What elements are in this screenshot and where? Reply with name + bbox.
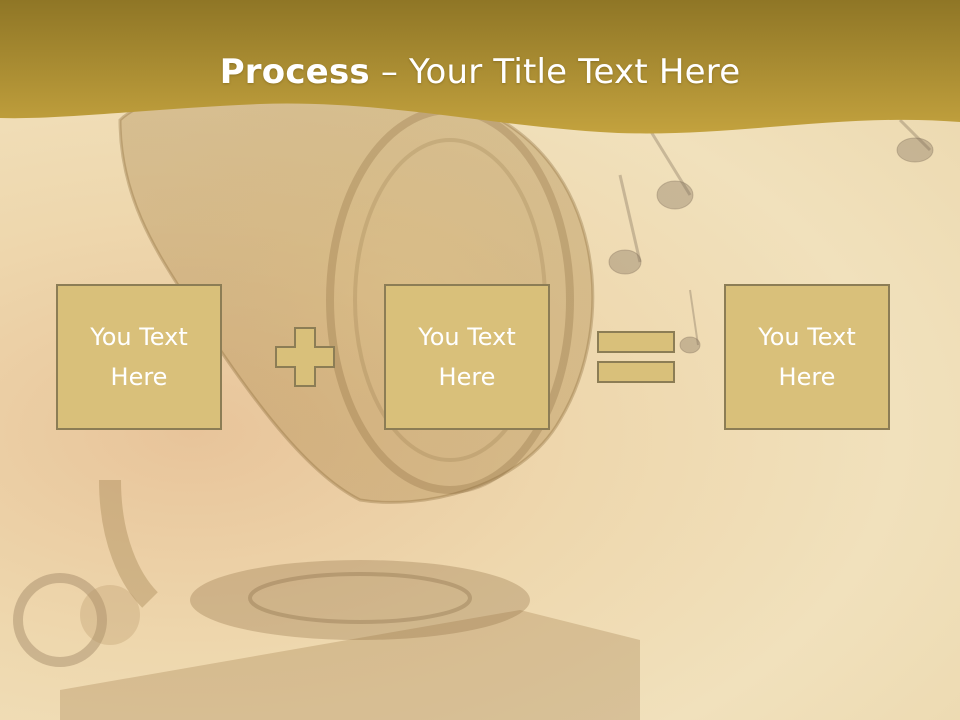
title-rest: – Your Title Text Here [369, 52, 741, 92]
page-title: Process – Your Title Text Here [0, 52, 960, 92]
process-box-3[interactable]: You Text Here [724, 284, 890, 430]
process-box-1-label: You Text Here [90, 323, 188, 391]
process-box-2-label: You Text Here [418, 323, 516, 391]
process-box-1[interactable]: You Text Here [56, 284, 222, 430]
equals-icon [597, 331, 675, 383]
process-box-3-label: You Text Here [758, 323, 856, 391]
header-band [0, 0, 960, 134]
plus-icon [275, 327, 335, 387]
music-notes-illustration [608, 118, 934, 354]
process-box-2[interactable]: You Text Here [384, 284, 550, 430]
title-bold: Process [219, 52, 370, 92]
